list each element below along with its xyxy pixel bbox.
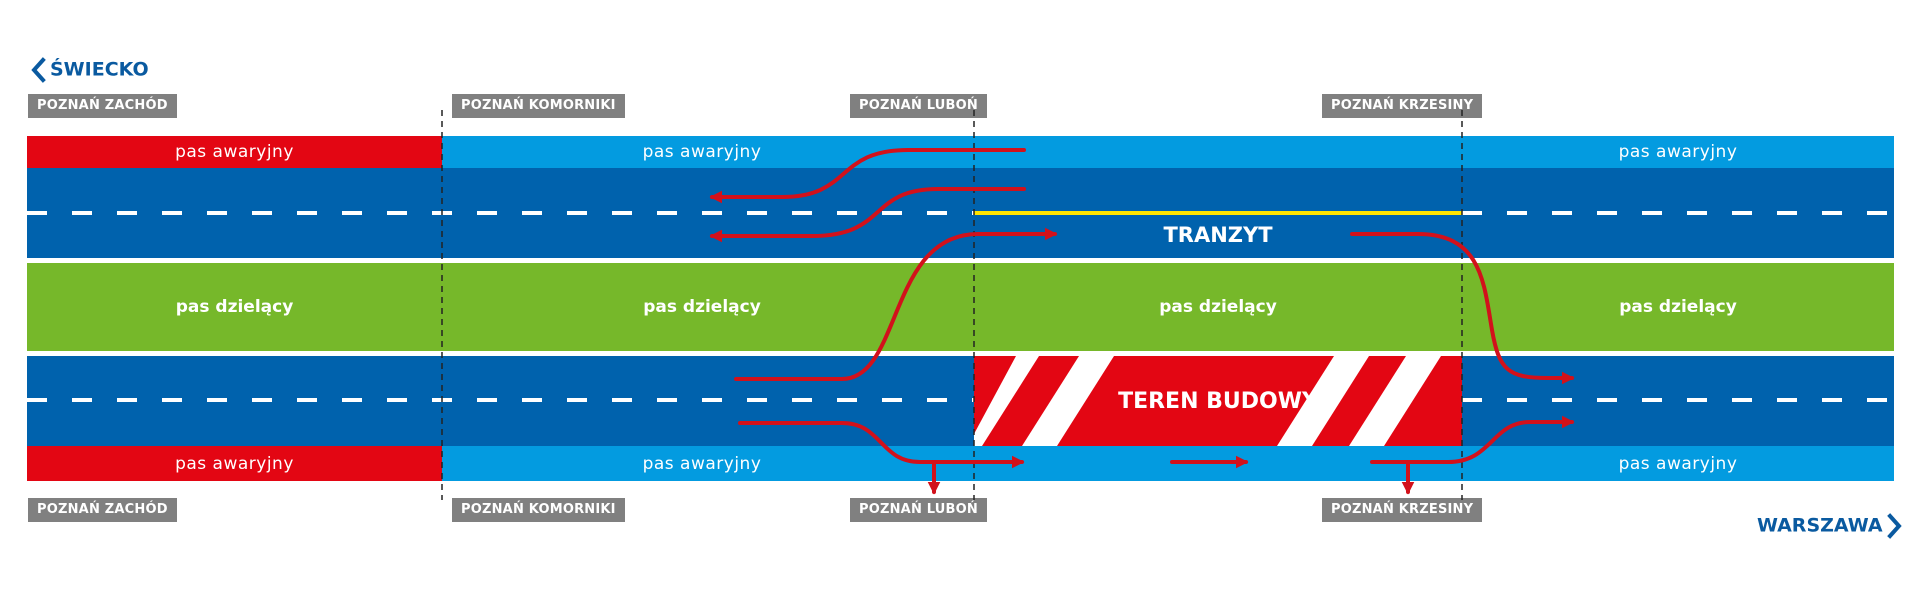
construction-label: TEREN BUDOWY [1118, 389, 1318, 414]
chevron-right-icon [1886, 512, 1903, 539]
arrow-westbound-outer [709, 148, 1026, 204]
interchange-tag-bottom-komorniki: POZNAŃ KOMORNIKI [452, 498, 625, 522]
interchange-tag-bottom-zachod: POZNAŃ ZACHÓD [28, 498, 177, 522]
arrow-shoulder-divert [738, 421, 1025, 469]
arrow-westbound-inner [709, 187, 1026, 243]
carriageway-top [27, 168, 1894, 258]
construction-hatching [974, 356, 1441, 446]
interchange-tag-top-komorniki: POZNAŃ KOMORNIKI [452, 94, 625, 118]
direction-west-label: ŚWIECKO [50, 58, 149, 81]
shoulder-label-top-mid: pas awaryjny [642, 142, 762, 162]
median-label-2: pas dzielący [643, 297, 761, 317]
median-label-1: pas dzielący [175, 297, 294, 317]
shoulder-bottom-closed [27, 446, 442, 481]
shoulder-top [442, 136, 1894, 168]
direction-east: WARSZAWA [1757, 512, 1903, 539]
median-label-3: pas dzielący [1159, 297, 1277, 317]
interchange-tag-top-krzesiny: POZNAŃ KRZESINY [1322, 94, 1483, 118]
median [27, 263, 1894, 351]
shoulder-label-bottom-mid: pas awaryjny [642, 454, 762, 474]
direction-east-label: WARSZAWA [1757, 514, 1883, 537]
construction-zone [974, 356, 1462, 446]
interchange-tag-bottom-krzesiny: POZNAŃ KRZESINY [1322, 498, 1483, 522]
shoulder-label-top-east: pas awaryjny [1618, 142, 1738, 162]
chevron-left-icon [30, 56, 46, 83]
shoulder-label-bottom-east: pas awaryjny [1618, 454, 1738, 474]
arrow-shoulder-return [1370, 415, 1575, 464]
shoulder-label-top-west: pas awaryjny [175, 142, 294, 162]
shoulder-label-bottom-west: pas awaryjny [175, 454, 294, 474]
interchange-tag-top-zachod: POZNAŃ ZACHÓD [28, 94, 177, 118]
carriageway-bottom [27, 356, 1894, 446]
transit-label: TRANZYT [1163, 223, 1273, 247]
median-label-4: pas dzielący [1619, 297, 1737, 317]
interchange-tag-top-lubon: POZNAŃ LUBOŃ [850, 94, 987, 118]
direction-west: ŚWIECKO [30, 56, 149, 83]
interchange-tag-bottom-lubon: POZNAŃ LUBOŃ [850, 498, 987, 522]
shoulder-top-closed [27, 136, 442, 168]
arrow-transit-return [1350, 232, 1575, 385]
arrow-transit-crossover [734, 227, 1058, 381]
shoulder-bottom [442, 446, 1894, 481]
